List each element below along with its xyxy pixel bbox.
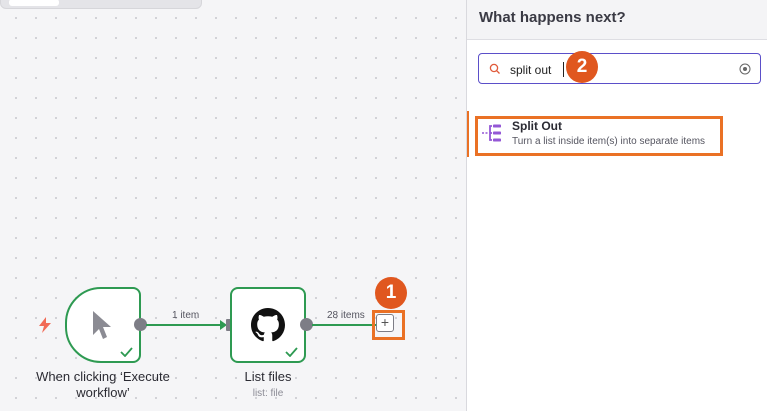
selection-accent [467, 111, 469, 157]
result-title: Split Out [512, 119, 562, 133]
connection-arrow [220, 320, 227, 330]
add-node-button[interactable]: + [376, 314, 394, 332]
workflow-canvas[interactable]: 1 item 28 items + 1 When clicking ‘Execu… [0, 0, 466, 411]
clear-icon[interactable] [739, 63, 751, 75]
highlight-box [372, 310, 405, 340]
connection-label: 1 item [172, 310, 200, 321]
text-caret [563, 62, 564, 77]
search-box[interactable] [478, 53, 761, 84]
github-icon [251, 308, 285, 342]
canvas-toolbar [0, 0, 202, 9]
lightning-icon [39, 317, 51, 333]
search-icon [489, 63, 500, 74]
node-subtitle: list: file [252, 388, 284, 399]
connection-line[interactable] [146, 324, 224, 326]
connection-line[interactable] [312, 324, 376, 326]
result-description: Turn a list inside item(s) into separate… [512, 136, 706, 147]
output-port[interactable] [300, 318, 313, 331]
step-badge-2: 2 [566, 51, 598, 83]
check-icon [120, 347, 133, 357]
panel-header: What happens next? [467, 0, 767, 40]
toolbar-tab[interactable] [9, 0, 59, 6]
panel-title: What happens next? [479, 9, 626, 26]
highlight-box [475, 116, 723, 156]
split-out-icon [482, 124, 501, 142]
search-input[interactable] [510, 61, 720, 78]
output-port[interactable] [134, 318, 147, 331]
node-list-files[interactable] [230, 287, 306, 363]
step-badge-1: 1 [375, 277, 407, 309]
connection-label: 28 items [327, 310, 365, 321]
node-creator-panel: What happens next? Split Out Turn a list… [466, 0, 767, 411]
node-label: List files [244, 369, 292, 384]
cursor-icon [93, 311, 111, 339]
input-port[interactable] [226, 319, 233, 331]
check-icon [285, 347, 298, 357]
node-manual-trigger[interactable] [65, 287, 141, 363]
node-label: When clicking ‘Execute workflow’ [36, 369, 170, 400]
search-result-item[interactable]: Split Out Turn a list inside item(s) int… [467, 111, 767, 157]
